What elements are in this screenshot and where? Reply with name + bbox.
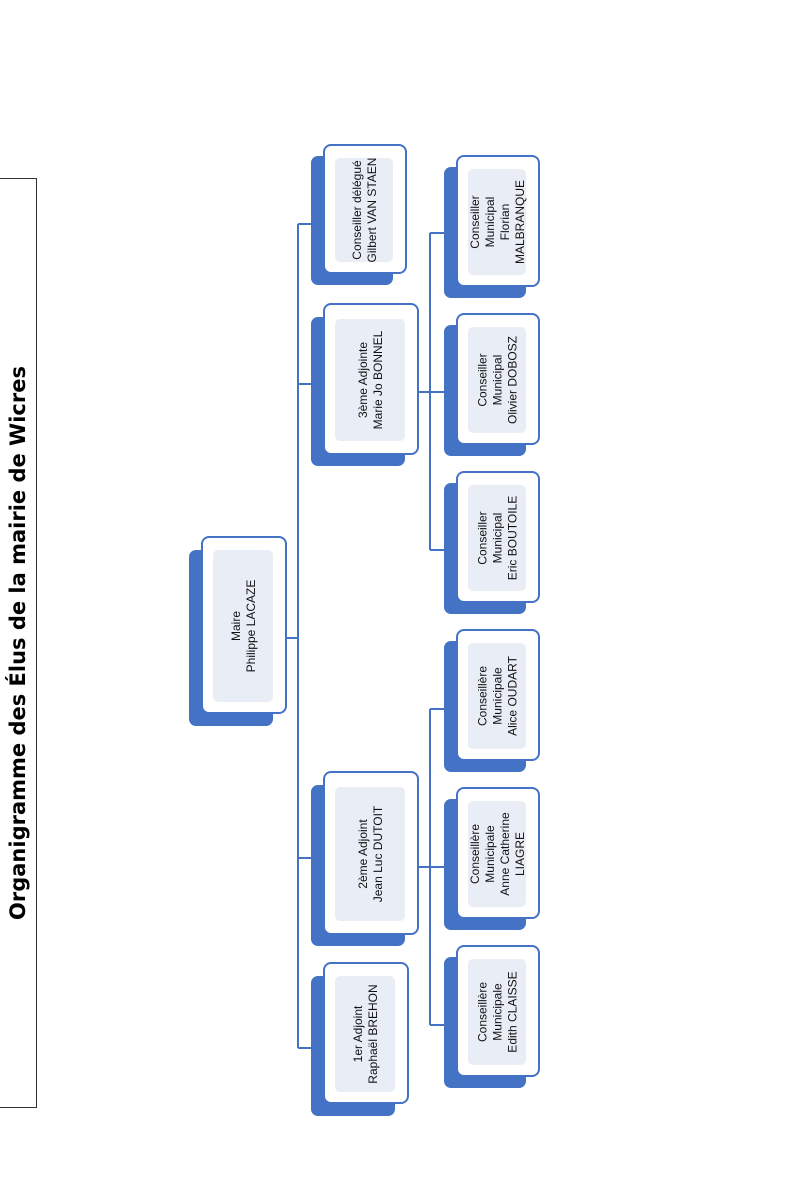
node-liagre: Conseillère Municipale Anne Catherine LI… [444, 787, 540, 930]
node-claisse: Conseillère Municipale Edith CLAISSE [444, 945, 540, 1088]
node-delegue-name: Gilbert VAN STAEN [365, 157, 379, 262]
title-frame [0, 178, 37, 1108]
node-delegue-role: Conseiller délégué [350, 159, 364, 260]
node-oudart-line1: Conseillère [475, 665, 490, 726]
node-boutoile: Conseiller Municipal Eric BOUTOILE [444, 471, 540, 614]
node-oudart-line3: Alice OUDART [505, 655, 520, 736]
node-malbranque-line3: Florian [498, 203, 512, 240]
node-adjoint3: 3ème Adjointe Marie Jo BONNEL [311, 303, 419, 466]
node-dobosz-line1: Conseiller [475, 352, 490, 407]
node-dobosz-line2: Municipal [490, 354, 505, 405]
node-adjoint2-name: Jean Luc DUTOIT [371, 805, 385, 902]
node-adjoint1-name: Raphaël BREHON [366, 984, 380, 1084]
node-malbranque-line4: MALBRANQUE [513, 179, 527, 264]
node-dobosz: Conseiller Municipal Olivier DOBOSZ [444, 313, 540, 456]
node-liagre-line1: Conseillère [468, 823, 482, 884]
node-oudart: Conseillère Municipale Alice OUDART [444, 629, 540, 772]
node-boutoile-line1: Conseiller [475, 510, 490, 565]
node-malbranque-line1: Conseiller [468, 194, 482, 249]
node-delegue: Conseiller délégué Gilbert VAN STAEN [311, 144, 407, 285]
node-oudart-line2: Municipale [490, 666, 505, 725]
node-maire-name: Philippe LACAZE [244, 579, 258, 673]
node-adjoint3-name: Marie Jo BONNEL [371, 330, 385, 429]
node-claisse-line1: Conseillère [475, 981, 490, 1042]
node-boutoile-line3: Eric BOUTOILE [505, 495, 520, 580]
node-malbranque-line2: Municipal [483, 196, 497, 247]
node-boutoile-line2: Municipal [490, 512, 505, 563]
node-adjoint2-role: 2ème Adjoint [356, 818, 370, 889]
node-dobosz-line3: Olivier DOBOSZ [505, 335, 520, 424]
node-liagre-line2: Municipale [483, 824, 497, 883]
node-maire-role: Maire [229, 611, 243, 642]
node-claisse-line3: Edith CLAISSE [505, 970, 520, 1053]
node-adjoint1: 1er Adjoint Raphaël BREHON [311, 962, 409, 1116]
node-maire: Maire Philippe LACAZE [189, 536, 287, 726]
node-liagre-line3: Anne Catherine [498, 811, 512, 896]
node-claisse-line2: Municipale [490, 982, 505, 1041]
node-adjoint2: 2ème Adjoint Jean Luc DUTOIT [311, 771, 419, 946]
node-liagre-line4: LIAGRE [513, 831, 527, 876]
node-adjoint3-role: 3ème Adjointe [356, 341, 370, 418]
node-adjoint1-role: 1er Adjoint [351, 1005, 365, 1063]
node-malbranque: Conseiller Municipal Florian MALBRANQUE [444, 155, 540, 298]
